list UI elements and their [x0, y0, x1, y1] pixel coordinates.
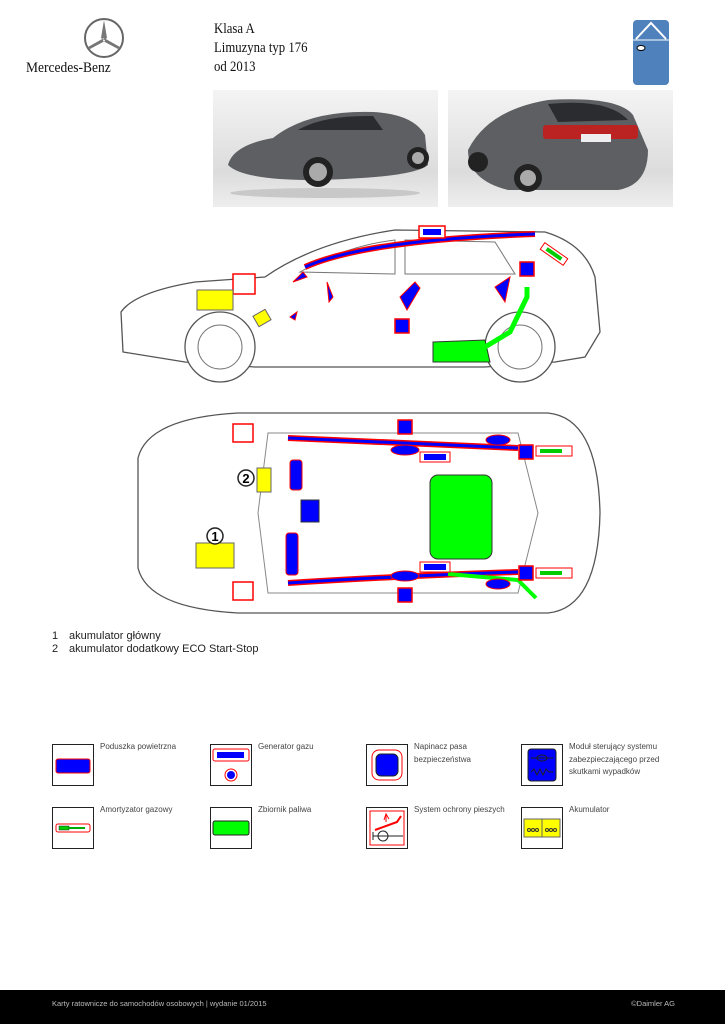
- note-item: 2 akumulator dodatkowy ECO Start-Stop: [52, 643, 259, 655]
- airbag-icon: [52, 744, 94, 786]
- title-line: Klasa A: [214, 21, 255, 37]
- top-view-diagram: 2 1: [137, 412, 601, 614]
- title-line: od 2013: [214, 59, 256, 75]
- legend-label: Moduł sterujący systemu zabezpieczająceg…: [569, 742, 660, 776]
- note-number: 1: [52, 630, 59, 642]
- fuel-tank-icon: [210, 807, 252, 849]
- battery-main: [196, 289, 234, 311]
- legend-label: System ochrony pieszych: [414, 805, 505, 814]
- note-number: 2: [52, 643, 59, 655]
- marker-2: 2: [242, 471, 249, 486]
- legend-label: Poduszka powietrzna: [100, 742, 177, 751]
- legend-label: Amortyzator gazowy: [100, 805, 173, 814]
- legend-label: Napinacz pasa bezpieczeństwa: [414, 742, 471, 764]
- pedestrian-protection-icon: [366, 807, 408, 849]
- note-text: akumulator dodatkowy ECO Start-Stop: [69, 643, 259, 655]
- vehicle-title: Klasa A Limuzyna typ 176 od 2013: [214, 20, 324, 77]
- seatbelt-tensioner-icon: [366, 744, 408, 786]
- footer-publication: Karty ratownicze do samochodów osobowych…: [52, 999, 267, 1008]
- marker-1: 1: [211, 529, 218, 544]
- gas-strut-icon: [52, 807, 94, 849]
- footer: Karty ratownicze do samochodów osobowych…: [0, 990, 725, 1024]
- battery-eco: [256, 467, 272, 493]
- car-rear-image: [468, 99, 648, 192]
- seatbelt-tensioner: [394, 318, 410, 334]
- battery-icon: [521, 807, 563, 849]
- vehicle-type-badge-icon: [633, 20, 669, 85]
- footer-copyright: ©Daimler AG: [631, 999, 675, 1008]
- photo-front: [213, 90, 438, 207]
- legend-label: Zbiornik paliwa: [258, 805, 312, 814]
- legend-label: Generator gazu: [258, 742, 314, 751]
- fuel-tank: [432, 339, 491, 363]
- fuel-tank-top: [429, 474, 493, 560]
- note-item: 1 akumulator główny: [52, 630, 161, 642]
- pedestrian-protection: [232, 273, 256, 295]
- mercedes-star-logo: [84, 18, 124, 58]
- photo-rear: [448, 90, 673, 207]
- control-module-icon: [521, 744, 563, 786]
- brand-name: Mercedes-Benz: [26, 60, 111, 76]
- gas-generator-icon: [210, 744, 252, 786]
- seat-airbag: [399, 281, 421, 312]
- control-module: [300, 499, 320, 523]
- legend-label: Akumulator: [569, 805, 610, 814]
- battery-main-top: [195, 542, 235, 569]
- side-view-diagram: [120, 225, 601, 383]
- note-text: akumulator główny: [69, 630, 161, 642]
- car-front-image: [228, 111, 429, 198]
- title-line: Limuzyna typ 176: [214, 40, 308, 56]
